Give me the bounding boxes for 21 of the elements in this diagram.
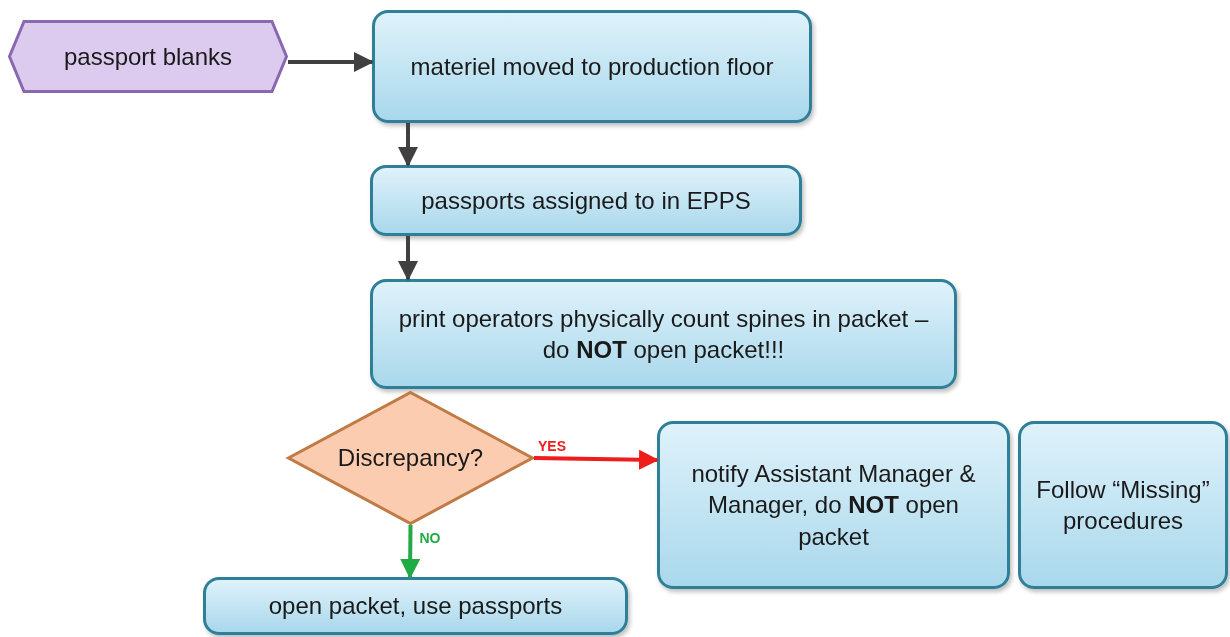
node-text: passport blanks [63,41,233,72]
node-text: open packet, use passports [268,591,563,622]
process-box [1018,421,1228,589]
arrow [398,123,418,167]
process-box [203,577,628,635]
process-box [370,279,957,389]
node-text: Discrepancy? [337,443,484,474]
arrow [398,236,418,281]
node-text: materiel moved to production floor [410,51,774,82]
process-box [657,421,1010,589]
decision-diamond [287,391,534,525]
arrow [400,524,421,579]
hexagon-node [8,20,288,93]
process-box [372,10,812,123]
node-text: print operators physically count spines in packet – do NOT open packet!!! [397,303,930,365]
node-text: Follow “Missing” procedures [1035,474,1211,536]
node-text: passports assigned to in EPPS [421,185,751,216]
process-box [370,165,802,236]
arrow [288,52,374,72]
arrow [533,449,659,470]
node-text: notify Assistant Manager & Manager, do NOT open packet [690,459,977,552]
